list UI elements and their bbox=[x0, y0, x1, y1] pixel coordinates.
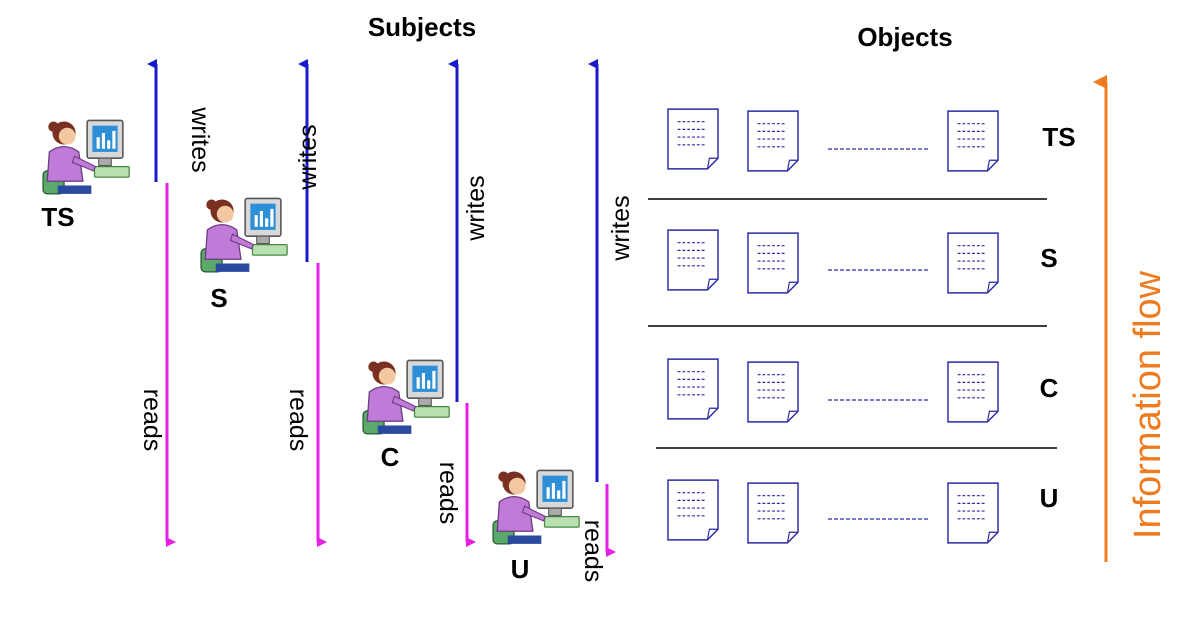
document-icon bbox=[947, 361, 999, 423]
document-icon bbox=[747, 110, 799, 172]
objects-header: Objects bbox=[857, 22, 952, 52]
write-label-ts: writes bbox=[186, 106, 214, 172]
object-row-s: S bbox=[667, 229, 1058, 294]
document-icon bbox=[667, 229, 719, 291]
user-at-computer-icon bbox=[362, 359, 450, 435]
document-icon bbox=[747, 482, 799, 544]
document-icon bbox=[747, 232, 799, 294]
subject-s: S writes reads bbox=[200, 59, 327, 547]
document-icon bbox=[747, 361, 799, 423]
subject-u: U writes reads bbox=[492, 59, 635, 584]
document-icon bbox=[947, 482, 999, 544]
document-icon bbox=[947, 232, 999, 294]
read-label-u: reads bbox=[579, 520, 607, 583]
read-label-c: reads bbox=[434, 462, 462, 525]
subject-label-s: S bbox=[210, 283, 227, 313]
write-label-s: writes bbox=[294, 124, 322, 190]
object-label-c: C bbox=[1040, 373, 1059, 403]
object-label-s: S bbox=[1040, 243, 1057, 273]
subject-label-ts: TS bbox=[41, 202, 74, 232]
read-label-s: reads bbox=[284, 389, 312, 452]
subject-label-u: U bbox=[511, 554, 530, 584]
document-icon bbox=[667, 479, 719, 541]
subjects-header: Subjects bbox=[368, 12, 476, 42]
object-label-ts: TS bbox=[1042, 122, 1075, 152]
document-icon bbox=[947, 110, 999, 172]
subject-ts: TS writes reads bbox=[41, 59, 214, 547]
read-label-ts: reads bbox=[138, 389, 166, 452]
write-label-u: writes bbox=[607, 195, 635, 261]
write-label-c: writes bbox=[462, 175, 490, 241]
object-row-u: U bbox=[667, 479, 1059, 544]
object-row-c: C bbox=[667, 358, 1059, 423]
object-row-ts: TS bbox=[667, 108, 1076, 172]
user-at-computer-icon bbox=[492, 469, 580, 545]
information-flow-label: Information flow bbox=[1127, 270, 1169, 539]
document-icon bbox=[667, 358, 719, 420]
object-label-u: U bbox=[1040, 483, 1059, 513]
user-at-computer-icon bbox=[200, 197, 288, 273]
user-at-computer-icon bbox=[42, 119, 130, 195]
document-icon bbox=[667, 108, 719, 170]
subject-c: C writes reads bbox=[362, 59, 490, 547]
subject-label-c: C bbox=[381, 442, 400, 472]
